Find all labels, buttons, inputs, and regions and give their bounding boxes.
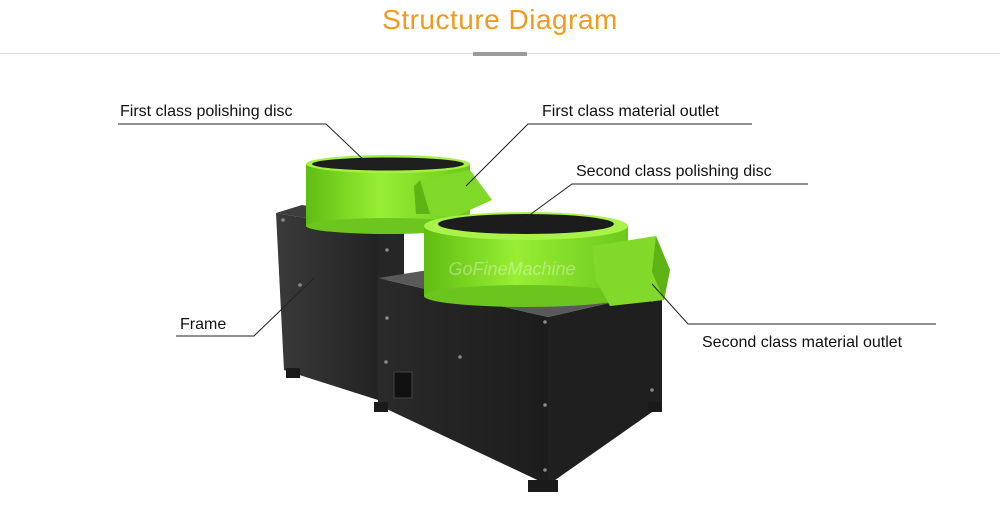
- second-disc-opening: [438, 214, 614, 234]
- second-outlet-chute-face: [652, 236, 670, 300]
- first-disc-opening: [312, 157, 464, 171]
- label-frame: Frame: [180, 316, 227, 333]
- watermark: GoFineMachine: [448, 259, 575, 279]
- frame-lower-front: [548, 291, 662, 485]
- leader-second-disc: [519, 183, 808, 223]
- second-disc-bottom: [424, 285, 628, 307]
- second-outlet-chute: [592, 236, 670, 306]
- label-first-class-material-outlet: First class material outlet: [542, 103, 719, 120]
- label-second-class-polishing-disc: Second class polishing disc: [576, 163, 772, 180]
- frame-left-front: [378, 221, 404, 283]
- frame-lower-side: [378, 278, 548, 485]
- leader-second-outlet: [651, 283, 936, 325]
- label-second-class-material-outlet: Second class material outlet: [702, 334, 903, 351]
- frame-left-side: [276, 213, 378, 400]
- foot: [528, 480, 558, 492]
- foot: [286, 368, 300, 378]
- inspection-window: [393, 371, 413, 399]
- leader-first-outlet: [465, 123, 752, 187]
- leader-frame: [176, 277, 315, 337]
- title-divider-accent: [473, 52, 527, 56]
- foot: [374, 402, 388, 412]
- leader-first-disc: [118, 123, 367, 163]
- label-first-class-polishing-disc: First class polishing disc: [120, 103, 293, 120]
- first-outlet-chute: [420, 170, 492, 218]
- first-outlet-chute-side: [414, 180, 430, 214]
- page-title: Structure Diagram: [382, 4, 618, 35]
- foot: [648, 402, 662, 412]
